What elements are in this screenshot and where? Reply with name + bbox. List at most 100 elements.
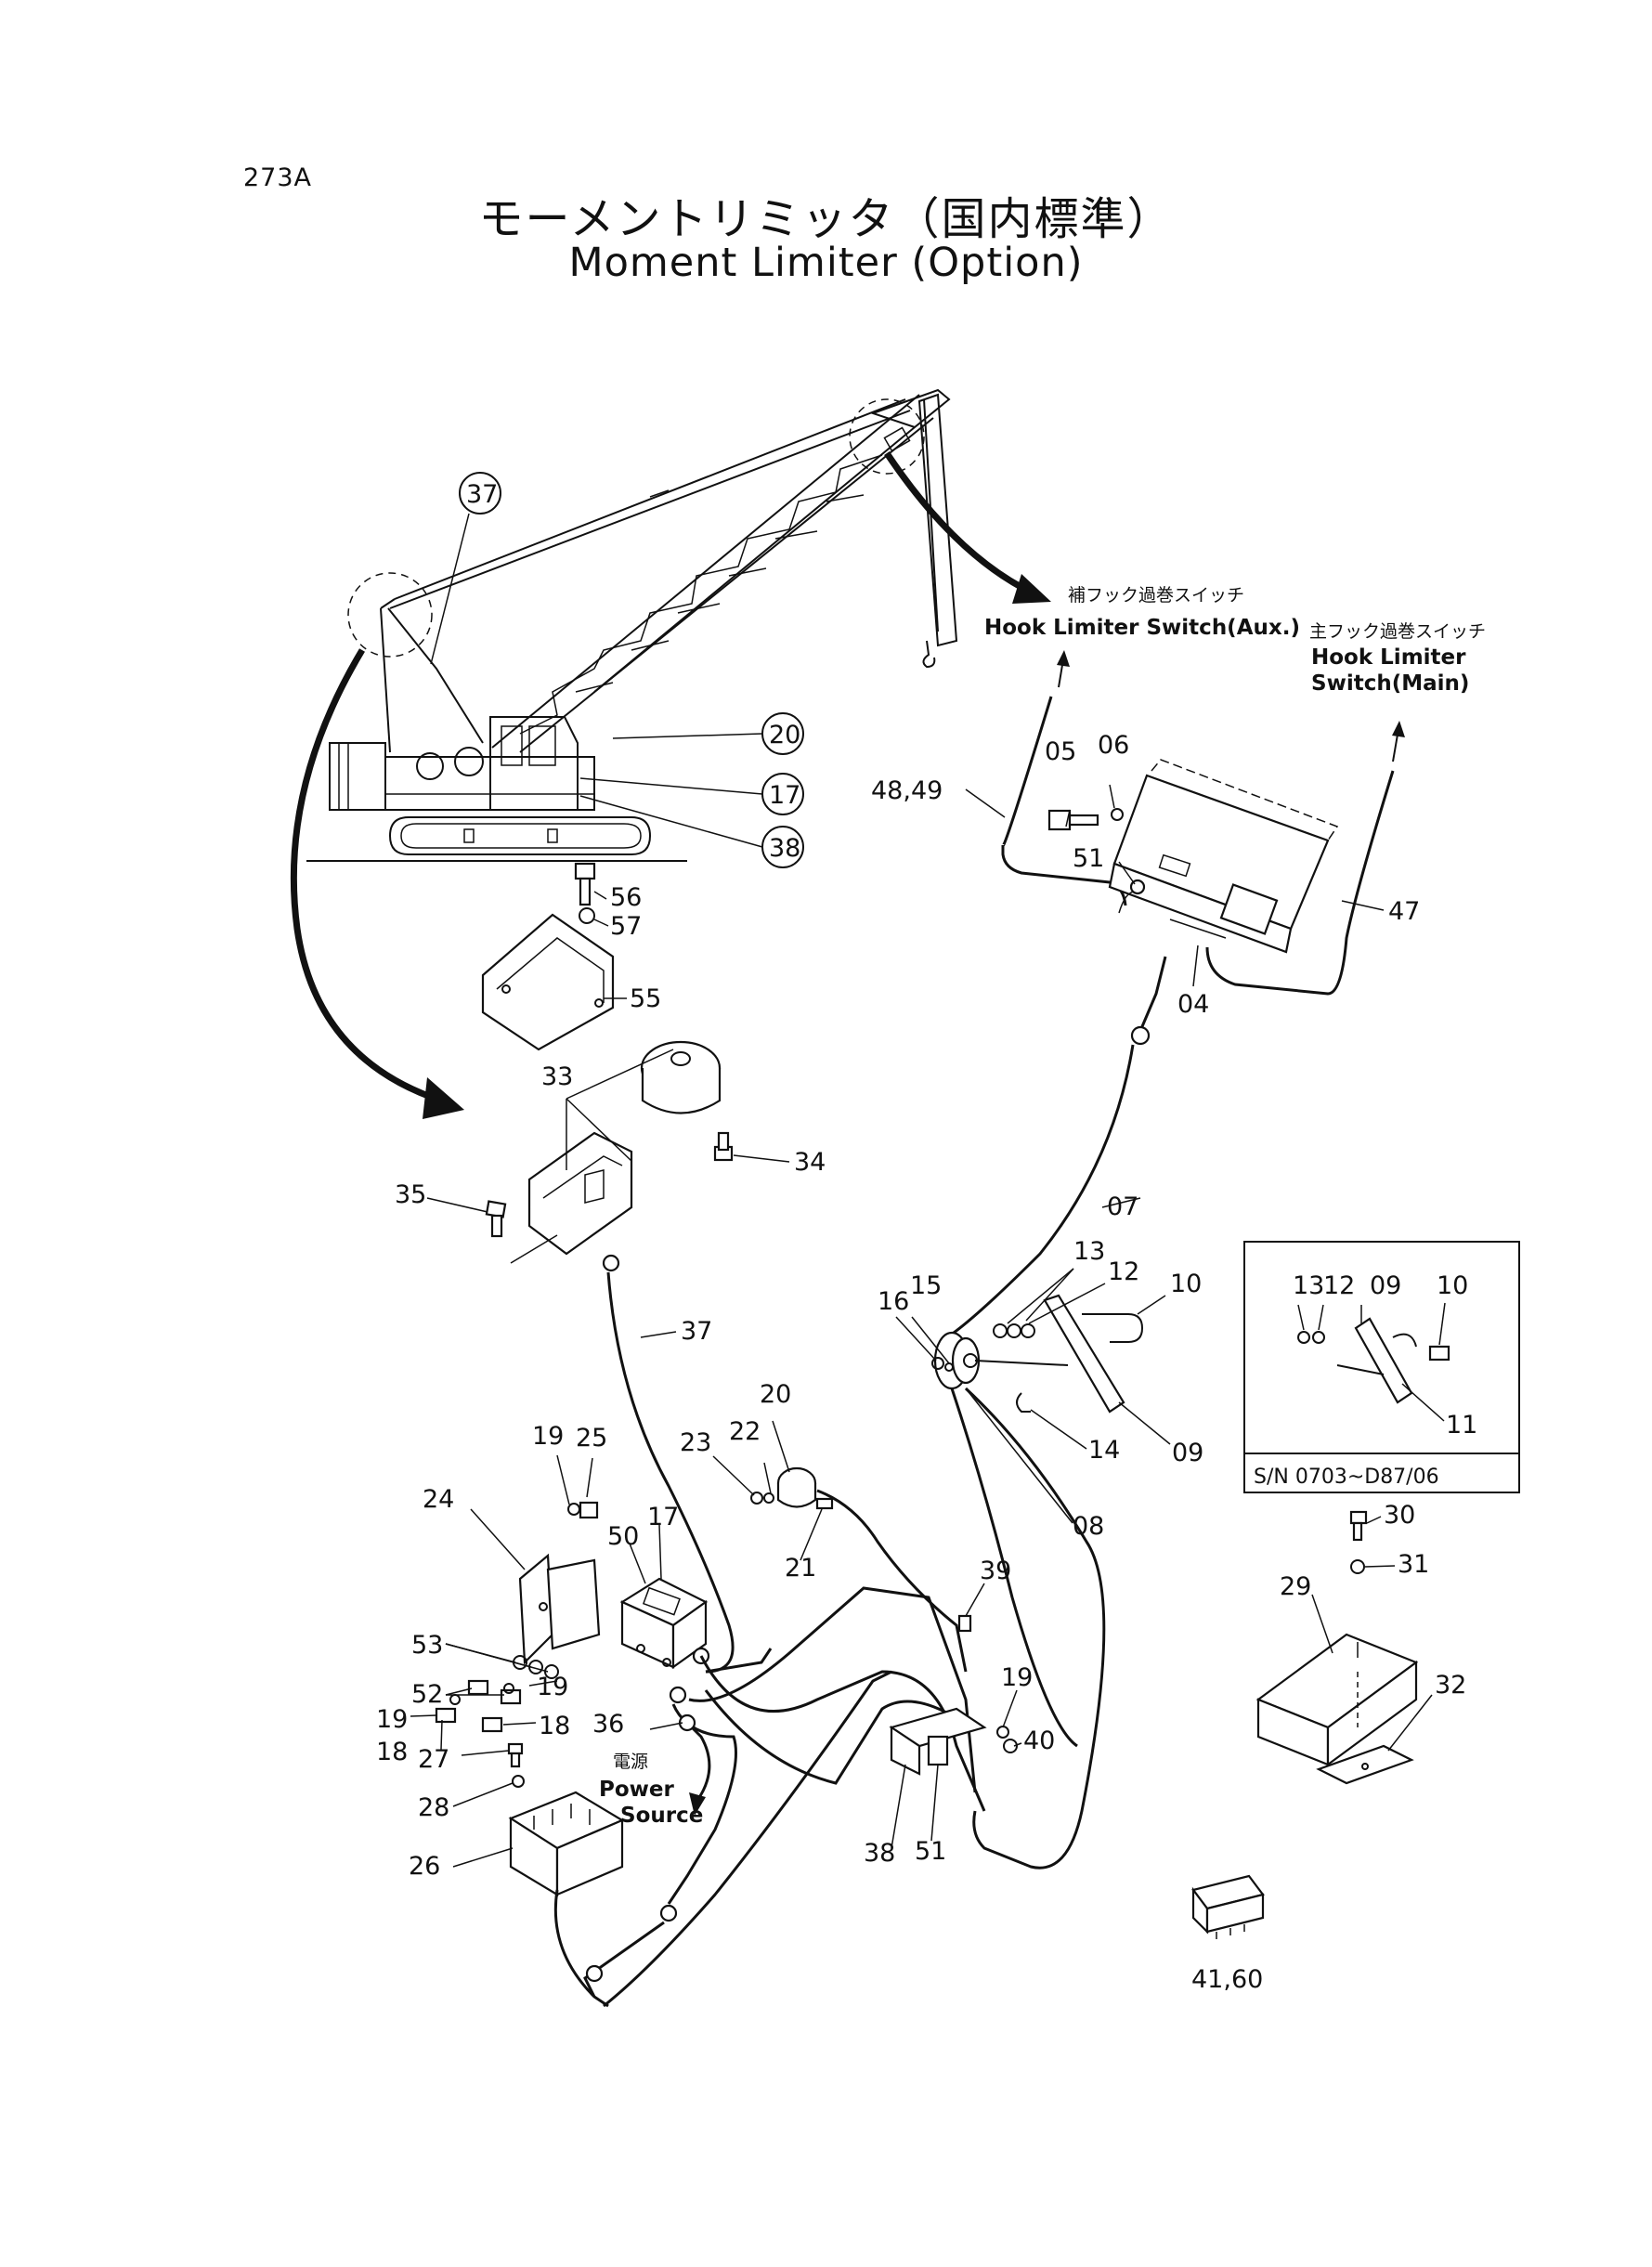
part-label: 57	[610, 912, 642, 941]
part-29-toolbox	[1255, 1633, 1419, 1767]
part-label: 34	[794, 1148, 826, 1177]
part-label: 13	[1073, 1237, 1105, 1266]
part-label: 56	[610, 883, 642, 912]
part-label: 35	[395, 1180, 426, 1209]
part-26-box	[508, 1791, 625, 1896]
part-24-bracket	[518, 1553, 601, 1665]
part-label: 04	[1177, 990, 1209, 1019]
part-label: 19	[532, 1422, 564, 1451]
part-label: 10	[1437, 1271, 1468, 1300]
part-label: 39	[980, 1557, 1011, 1585]
part-label: 30	[1384, 1501, 1415, 1530]
part-label: 52	[411, 1680, 443, 1709]
part-label: 09	[1370, 1271, 1401, 1300]
part-label: 15	[910, 1271, 942, 1300]
page-number: 273A	[243, 163, 313, 192]
callout-38-label: 38	[769, 834, 800, 863]
power-en-1: Power	[599, 1778, 675, 1802]
part-label: 40	[1023, 1726, 1055, 1755]
washer-31	[1350, 1559, 1365, 1574]
part-label: 28	[418, 1793, 449, 1822]
part-label: 10	[1170, 1270, 1202, 1298]
page-title-jp: モーメントリミッタ（国内標準）	[478, 193, 1174, 245]
bolt-39	[957, 1614, 972, 1633]
part-labels: 05 06 48,49 51 04 47 56 57 55 33 34 35 0…	[376, 731, 1477, 1994]
part-38-bracket	[889, 1707, 987, 1776]
part-label: 31	[1398, 1550, 1429, 1579]
part-label: 25	[576, 1424, 607, 1453]
part-label: 13	[1293, 1271, 1324, 1300]
part-label: 38	[864, 1839, 895, 1868]
power-en-2: Source	[620, 1804, 703, 1828]
part-label: 07	[1107, 1192, 1138, 1221]
part-label: 21	[785, 1554, 816, 1583]
part-label: 51	[1073, 844, 1104, 873]
part-label: 18	[539, 1712, 570, 1740]
part-label: 08	[1073, 1512, 1104, 1541]
part-label: 05	[1045, 737, 1076, 766]
part-label: 24	[423, 1485, 454, 1514]
part-label: 36	[592, 1710, 624, 1739]
crane-illustration	[290, 388, 1051, 1119]
inset-serial: S/N 0703~D87/06	[1254, 1466, 1439, 1489]
part-label: 37	[681, 1317, 712, 1346]
hook-main-jp: 主フック過巻スイッチ	[1309, 621, 1486, 642]
washer-57	[579, 907, 595, 924]
part-label: 48,49	[871, 776, 943, 805]
part-04-box	[1108, 759, 1339, 954]
part-41-60-relay	[1191, 1874, 1265, 1939]
bolt-05	[1047, 809, 1099, 831]
part-label: 22	[729, 1417, 761, 1446]
washer-06	[1111, 808, 1124, 821]
part-label: 18	[376, 1738, 408, 1766]
part-label: 32	[1435, 1671, 1466, 1700]
bolt-34	[713, 1131, 734, 1162]
callout-17: 17	[579, 773, 804, 815]
bolt-30	[1349, 1510, 1368, 1525]
page-title-en: Moment Limiter (Option)	[568, 240, 1084, 286]
part-55-cover	[481, 913, 615, 1051]
part-32-plate	[1316, 1744, 1414, 1785]
part-label: 27	[418, 1745, 449, 1774]
callout-37: 37	[430, 472, 501, 665]
inset-box: S/N 0703~D87/06	[1243, 1241, 1520, 1493]
part-label: 23	[680, 1428, 711, 1457]
part-17-unit	[619, 1577, 709, 1670]
part-25-nut	[567, 1501, 599, 1519]
part-label: 47	[1388, 897, 1420, 926]
part-label: 29	[1280, 1572, 1311, 1601]
hook-main-en-2: Switch(Main)	[1311, 671, 1469, 696]
hook-main-en-1: Hook Limiter	[1311, 645, 1466, 670]
part-label: 19	[376, 1705, 408, 1734]
callout-37-label: 37	[466, 480, 498, 509]
hook-aux-jp: 補フック過巻スイッチ	[1068, 585, 1244, 606]
part-label: 06	[1098, 731, 1129, 760]
callout-38: 38	[579, 795, 804, 868]
part-label: 50	[607, 1522, 639, 1551]
part-label: 14	[1088, 1436, 1120, 1465]
part-label: 55	[630, 984, 661, 1013]
part-label: 53	[411, 1631, 443, 1660]
hook-aux-en: Hook Limiter Switch(Aux.)	[984, 616, 1300, 640]
part-label: 19	[537, 1673, 568, 1701]
power-jp: 電源	[613, 1752, 648, 1772]
part-label: 12	[1323, 1271, 1355, 1300]
part-label: 11	[1446, 1411, 1477, 1440]
part-label: 12	[1108, 1257, 1139, 1286]
bolt-56	[574, 862, 596, 906]
part-label: 09	[1172, 1439, 1203, 1467]
callout-20-label: 20	[769, 721, 800, 749]
bolt-35	[485, 1200, 507, 1238]
callout-20: 20	[612, 712, 804, 755]
part-label: 19	[1001, 1663, 1033, 1692]
part-label: 41,60	[1191, 1965, 1263, 1994]
part-33-alarm	[527, 1040, 722, 1256]
part-label: 33	[541, 1062, 573, 1091]
callout-17-label: 17	[769, 781, 800, 810]
part-label: 51	[915, 1837, 946, 1866]
part-label: 16	[878, 1287, 909, 1316]
part-20-sensor	[776, 1466, 817, 1508]
part-label: 26	[409, 1852, 440, 1881]
part-label: 20	[760, 1380, 791, 1409]
